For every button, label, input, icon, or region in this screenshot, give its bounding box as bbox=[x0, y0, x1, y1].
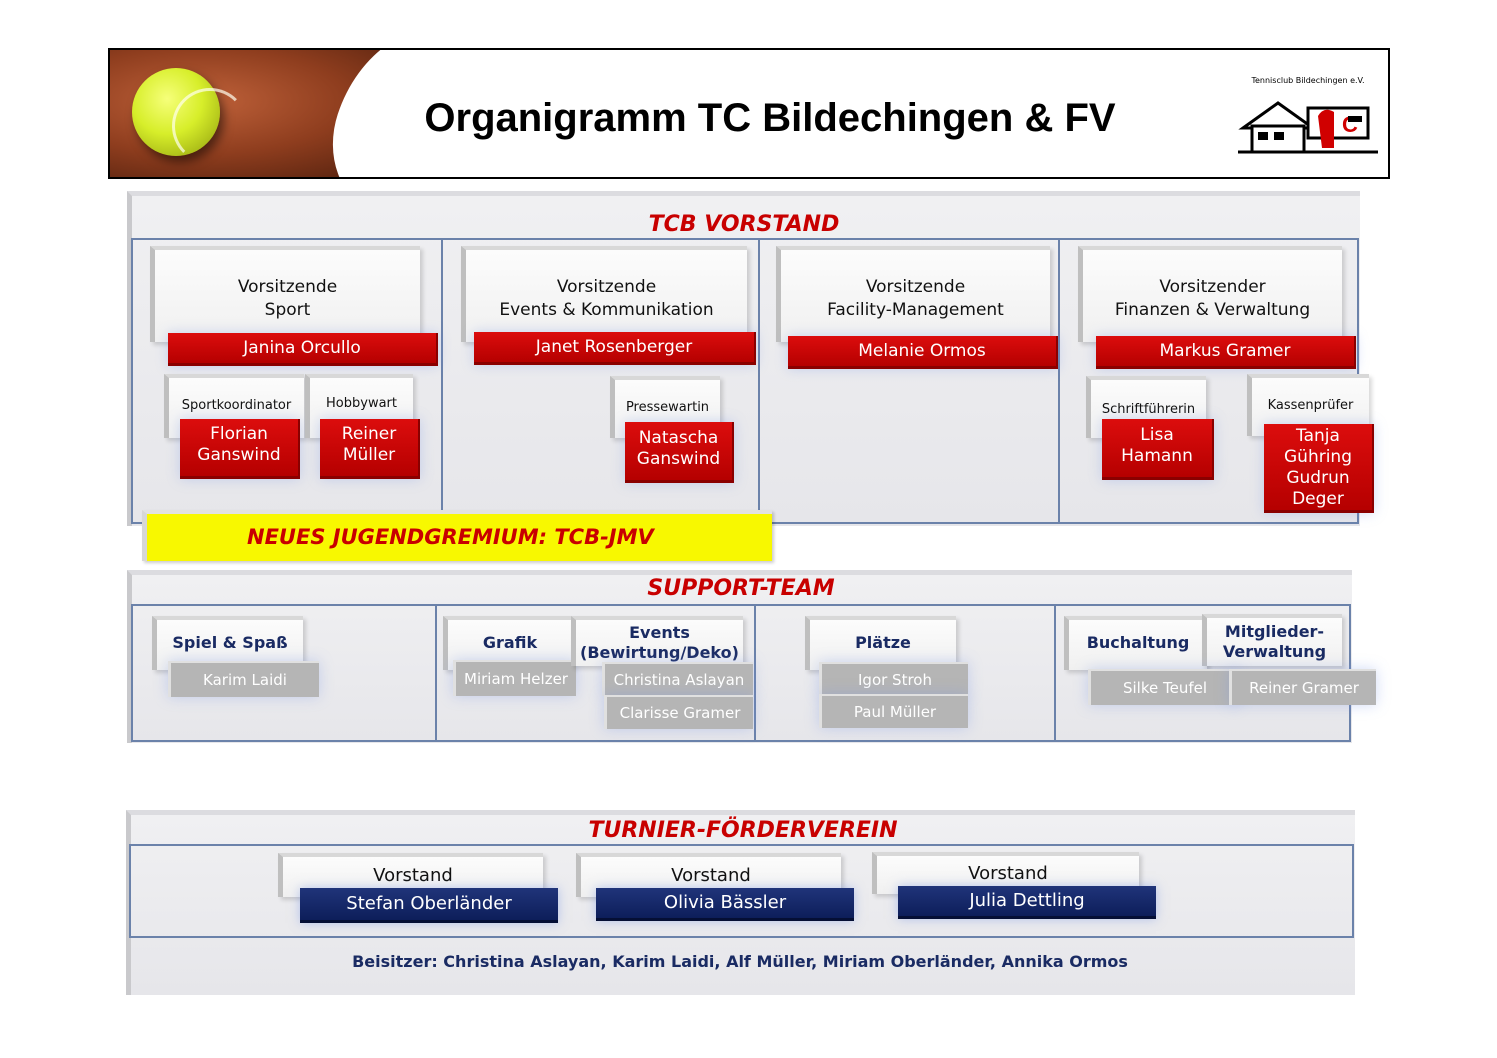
member-karim-laidi: Karim Laidi bbox=[168, 661, 319, 697]
grid-divider bbox=[1054, 604, 1056, 740]
svg-text:C: C bbox=[1342, 112, 1358, 137]
role-subtitle: Facility-Management bbox=[827, 300, 1004, 320]
person-last: Hamann bbox=[1121, 446, 1193, 466]
person-last: Ganswind bbox=[636, 449, 721, 469]
person-markus-gramer: Markus Gramer bbox=[1096, 336, 1356, 369]
member-silke-teufel: Silke Teufel bbox=[1088, 669, 1239, 705]
person-last: Ganswind bbox=[197, 445, 281, 465]
person-line: Tanja bbox=[1296, 426, 1340, 446]
role-label: Sportkoordinator bbox=[181, 398, 292, 413]
person-natascha-ganswind: Natascha Ganswind bbox=[625, 422, 734, 483]
person-line: Deger bbox=[1292, 489, 1344, 509]
foerderverein-title: TURNIER-FÖRDERVEREIN bbox=[588, 818, 898, 843]
role-vorsitzende-facility: Vorsitzende Facility-Management bbox=[776, 246, 1050, 342]
role-title: Events bbox=[629, 623, 690, 642]
role-subtitle: (Bewirtung/Deko) bbox=[580, 643, 739, 662]
member-reiner-gramer: Reiner Gramer bbox=[1229, 669, 1376, 705]
member-paul-mueller: Paul Müller bbox=[819, 694, 968, 728]
person-line: Gühring bbox=[1284, 447, 1352, 467]
role-vorsitzende-sport: Vorsitzende Sport bbox=[150, 246, 420, 342]
person-janina-orcullo: Janina Orcullo bbox=[168, 333, 438, 366]
person-line: Gudrun bbox=[1286, 468, 1350, 488]
member-clarisse-gramer: Clarisse Gramer bbox=[604, 695, 753, 729]
member-christina-aslayan: Christina Aslayan bbox=[602, 662, 753, 696]
person-kassenpruefer-names: Tanja Gühring Gudrun Deger bbox=[1264, 424, 1374, 513]
role-title: Vorsitzende bbox=[237, 277, 338, 297]
person-last: Müller bbox=[342, 445, 396, 465]
person-first: Florian bbox=[210, 424, 268, 444]
role-subtitle: Finanzen & Verwaltung bbox=[1114, 300, 1311, 320]
page-title: Organigramm TC Bildechingen & FV bbox=[424, 96, 1116, 140]
person-first: Lisa bbox=[1140, 425, 1174, 445]
foerderverein-grid bbox=[129, 844, 1354, 938]
role-plaetze: Plätze bbox=[805, 616, 956, 670]
role-subtitle: Events & Kommunikation bbox=[499, 300, 714, 320]
role-buchhaltung: Buchaltung bbox=[1064, 616, 1207, 670]
beisitzer-line: Beisitzer: Christina Aslayan, Karim Laid… bbox=[352, 952, 1128, 971]
person-lisa-hamann: Lisa Hamann bbox=[1102, 419, 1214, 480]
member-igor-stroh: Igor Stroh bbox=[819, 662, 968, 696]
tennis-ball-icon bbox=[132, 68, 248, 164]
person-janet-rosenberger: Janet Rosenberger bbox=[474, 332, 756, 365]
role-vorsitzender-finanzen: Vorsitzender Finanzen & Verwaltung bbox=[1078, 246, 1342, 342]
support-title: SUPPORT-TEAM bbox=[647, 576, 835, 601]
person-olivia-baessler: Olivia Bässler bbox=[596, 888, 854, 921]
grid-divider bbox=[1058, 238, 1060, 522]
grid-divider bbox=[435, 604, 437, 740]
jugendgremium-banner: NEUES JUGENDGREMIUM: TCB-JMV bbox=[142, 510, 772, 561]
person-stefan-oberlaender: Stefan Oberländer bbox=[300, 888, 558, 923]
person-first: Reiner bbox=[341, 424, 397, 444]
role-events-bewirtung: Events (Bewirtung/Deko) bbox=[571, 616, 743, 666]
grid-divider bbox=[441, 238, 443, 522]
role-mitgliederverwaltung: Mitglieder- Verwaltung bbox=[1202, 614, 1342, 666]
grid-divider bbox=[758, 238, 760, 522]
role-title: Vorsitzender bbox=[1159, 277, 1266, 297]
header-banner: Organigramm TC Bildechingen & FV Tennisc… bbox=[108, 48, 1390, 179]
person-florian-ganswind: Florian Ganswind bbox=[180, 419, 300, 479]
role-label: Hobbywart bbox=[326, 396, 397, 411]
role-vorsitzende-events: Vorsitzende Events & Kommunikation bbox=[461, 246, 747, 342]
role-subtitle: Verwaltung bbox=[1222, 642, 1327, 661]
person-reiner-mueller: Reiner Müller bbox=[320, 419, 420, 479]
member-miriam-helzer: Miriam Helzer bbox=[453, 660, 576, 696]
role-label: Kassenprüfer bbox=[1267, 398, 1354, 413]
person-first: Natascha bbox=[638, 428, 719, 448]
role-title: Vorsitzende bbox=[556, 277, 657, 297]
role-title: Mitglieder- bbox=[1224, 622, 1325, 641]
jugendgremium-label: NEUES JUGENDGREMIUM: TCB-JMV bbox=[247, 525, 654, 549]
role-label: Schriftführerin bbox=[1101, 402, 1196, 417]
role-subtitle: Sport bbox=[264, 300, 311, 320]
clubhouse-logo-icon: C bbox=[1238, 101, 1378, 154]
logo-caption: Tennisclub Bildechingen e.V. bbox=[1251, 76, 1365, 85]
grid-divider bbox=[754, 604, 756, 740]
vorstand-title: TCB VORSTAND bbox=[648, 212, 840, 237]
role-title: Vorsitzende bbox=[865, 277, 966, 297]
club-logo: Tennisclub Bildechingen e.V. C bbox=[1238, 76, 1378, 156]
person-julia-dettling: Julia Dettling bbox=[898, 886, 1156, 919]
role-label: Pressewartin bbox=[625, 400, 710, 415]
person-melanie-ormos: Melanie Ormos bbox=[788, 336, 1058, 369]
